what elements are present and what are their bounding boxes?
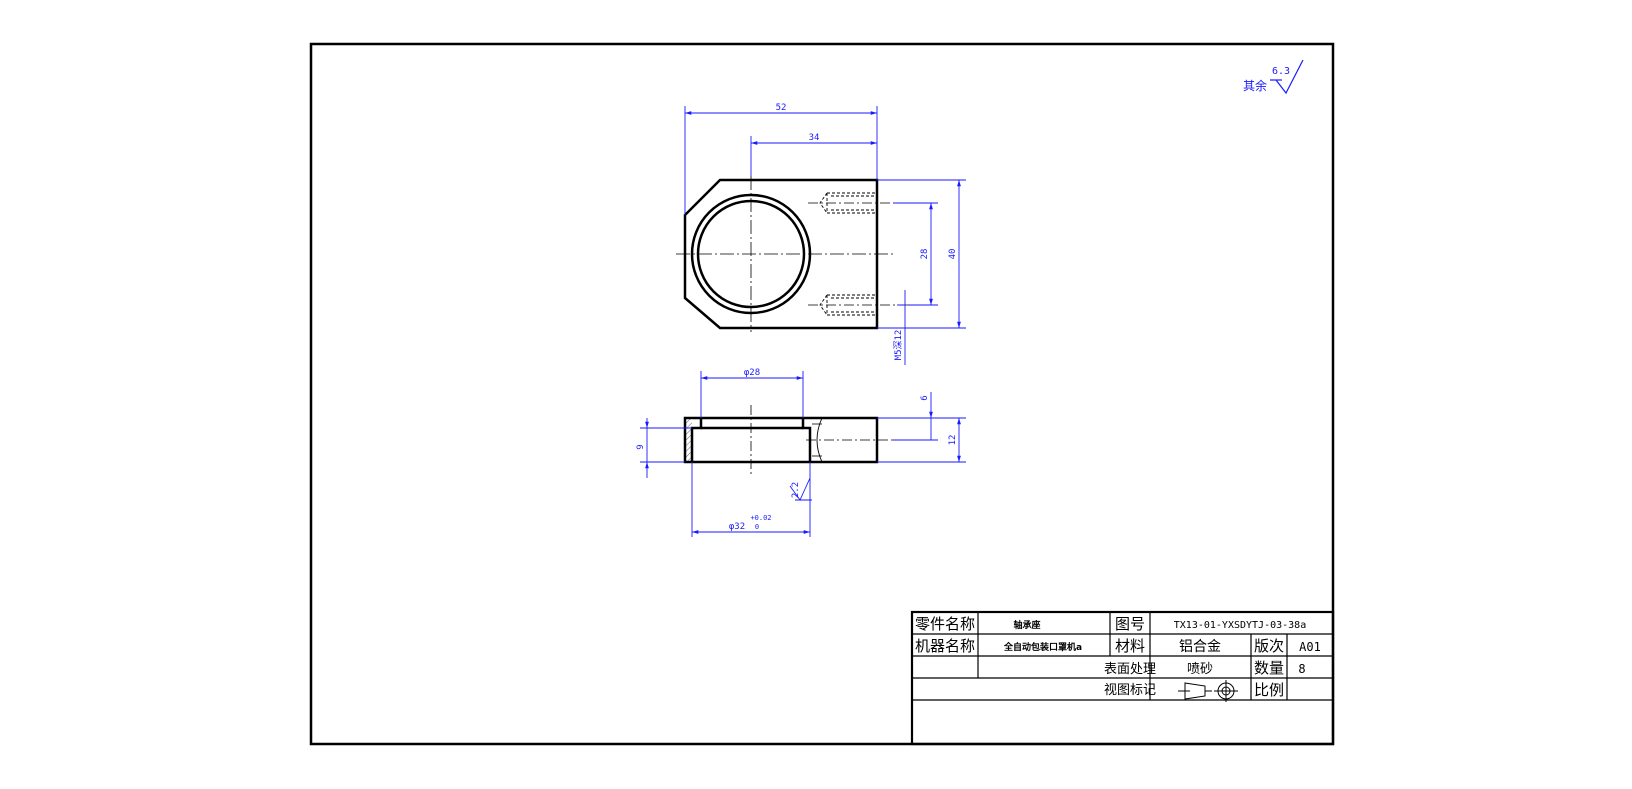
dim-roughness-2-2: 2.2 bbox=[791, 482, 801, 498]
dim-thick-12: 12 bbox=[948, 435, 958, 446]
tb-revision-label: 版次 bbox=[1254, 637, 1284, 655]
roughness-note-value: 6.3 bbox=[1272, 66, 1290, 77]
dim-tol-upper: +0.02 bbox=[750, 514, 771, 522]
tb-machine-value: 全自动包装口罩机a bbox=[1003, 641, 1082, 653]
surface-roughness-note: 其余 6.3 bbox=[1243, 59, 1304, 95]
tb-surface-value: 喷砂 bbox=[1187, 662, 1213, 677]
tb-drawing-no-label: 图号 bbox=[1115, 615, 1145, 633]
dim-height-9: 9 bbox=[636, 444, 646, 449]
roughness-symbol bbox=[1275, 59, 1304, 95]
top-view-dimensions bbox=[684, 106, 966, 365]
thread-section bbox=[816, 417, 823, 463]
dim-height-40: 40 bbox=[948, 249, 958, 260]
dim-thread-m5: M5深12 bbox=[893, 330, 904, 361]
side-view bbox=[683, 405, 893, 475]
projection-symbol-icon bbox=[1178, 680, 1238, 702]
tb-material-label: 材料 bbox=[1115, 637, 1145, 655]
dim-depth-6: 6 bbox=[920, 395, 930, 400]
title-block bbox=[910, 610, 1335, 746]
roughness-note-label: 其余 bbox=[1243, 78, 1267, 93]
tb-scale-label: 比例 bbox=[1254, 681, 1284, 699]
tb-revision-value: A01 bbox=[1299, 640, 1321, 654]
dim-dia-28: φ28 bbox=[744, 368, 760, 378]
tb-quantity-label: 数量 bbox=[1254, 659, 1284, 677]
tb-machine-label: 机器名称 bbox=[915, 637, 975, 655]
side-view-dimensions bbox=[640, 371, 966, 537]
tb-view-label: 视图标记 bbox=[1104, 683, 1156, 698]
hatch-left bbox=[685, 418, 692, 462]
tb-material-value: 铝合金 bbox=[1179, 639, 1221, 655]
tb-part-name-value: 轴承座 bbox=[1013, 619, 1040, 631]
threaded-hole-upper bbox=[819, 192, 877, 214]
tb-drawing-no-value: TX13-01-YXSDYTJ-03-38a bbox=[1174, 620, 1306, 631]
tb-surface-label: 表面处理 bbox=[1104, 662, 1156, 677]
top-view bbox=[676, 176, 908, 332]
dim-tol-lower: 0 bbox=[755, 523, 759, 531]
tb-quantity-value: 8 bbox=[1298, 662, 1305, 676]
dim-width-34: 34 bbox=[809, 133, 820, 143]
dim-dia-32: φ32 bbox=[729, 522, 745, 532]
counterbore-step bbox=[690, 418, 703, 462]
dim-width-52: 52 bbox=[776, 103, 787, 113]
tb-part-name-label: 零件名称 bbox=[915, 615, 975, 633]
sheet-border bbox=[309, 42, 1335, 746]
dim-spacing-28: 28 bbox=[920, 249, 930, 260]
